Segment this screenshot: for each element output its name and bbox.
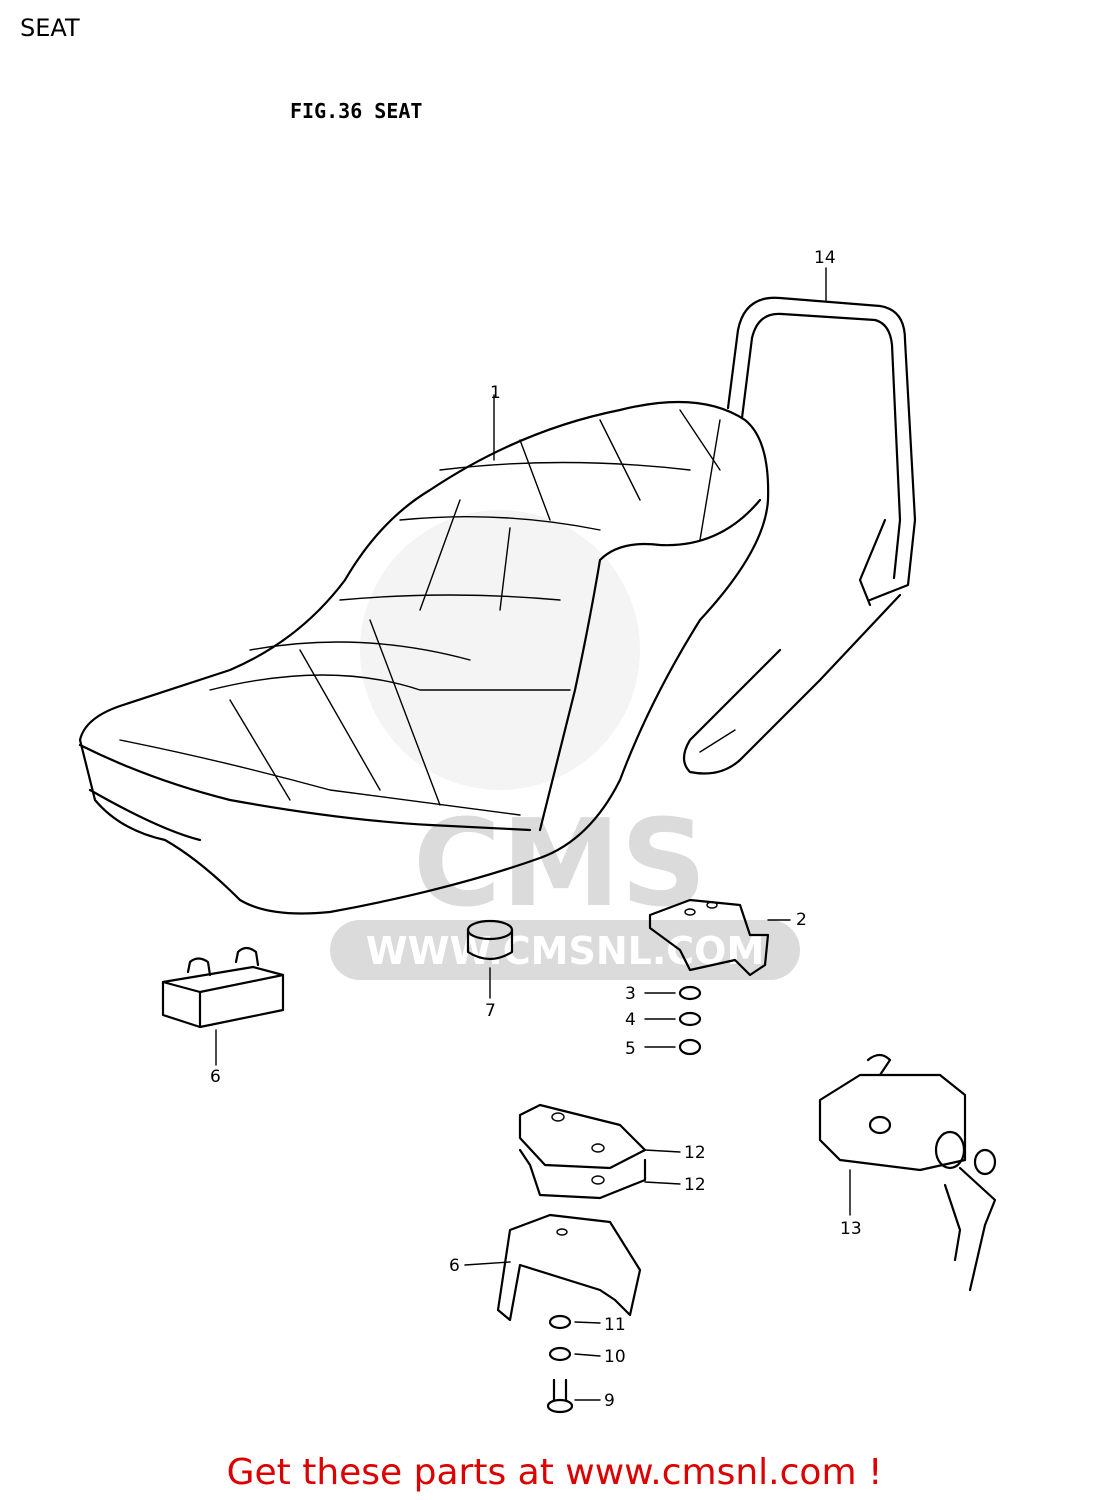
callout-5: 5 <box>625 1039 636 1059</box>
callout-9: 9 <box>604 1391 615 1411</box>
bracket-part <box>648 898 770 977</box>
leader-lines <box>215 267 851 1401</box>
seat-part <box>78 400 770 915</box>
watermark: CMS WWW.CMSNL.COM <box>330 510 800 980</box>
callout-3: 3 <box>625 984 636 1004</box>
callout-7: 7 <box>485 1001 496 1021</box>
callout-2: 2 <box>796 910 807 930</box>
cushion-part <box>466 919 514 961</box>
callout-12-upper: 12 <box>684 1143 706 1163</box>
callout-10: 10 <box>604 1347 626 1367</box>
figure-caption: FIG.36 SEAT <box>290 99 422 123</box>
callout-12-lower: 12 <box>684 1175 706 1195</box>
callout-6-upper: 6 <box>210 1067 221 1087</box>
page-title: SEAT <box>20 14 80 42</box>
callout-13: 13 <box>840 1219 862 1239</box>
seat-lock-part <box>818 1053 997 1292</box>
grab-rail-part <box>682 296 917 775</box>
footer-link[interactable]: Get these parts at www.cmsnl.com ! <box>226 1452 883 1493</box>
watermark-logo-text: CMS <box>413 795 707 934</box>
washers-nuts-part <box>678 985 702 1056</box>
seat-plates-part <box>518 1103 647 1200</box>
callout-1: 1 <box>490 383 501 403</box>
footer-promo: Get these parts at www.cmsnl.com ! <box>0 1452 1109 1493</box>
rubber-mount-block-part <box>161 946 285 1029</box>
callout-11: 11 <box>604 1315 626 1335</box>
lower-bracket-part <box>496 1213 642 1322</box>
watermark-url-text: WWW.CMSNL.COM <box>366 929 765 973</box>
callout-4: 4 <box>625 1010 636 1030</box>
bolt-washers-part <box>546 1314 574 1414</box>
callout-6-lower: 6 <box>449 1256 460 1276</box>
parts-diagram: CMS WWW.CMSNL.COM FIG.36 SEAT <box>78 99 997 1414</box>
callout-14: 14 <box>814 248 836 268</box>
